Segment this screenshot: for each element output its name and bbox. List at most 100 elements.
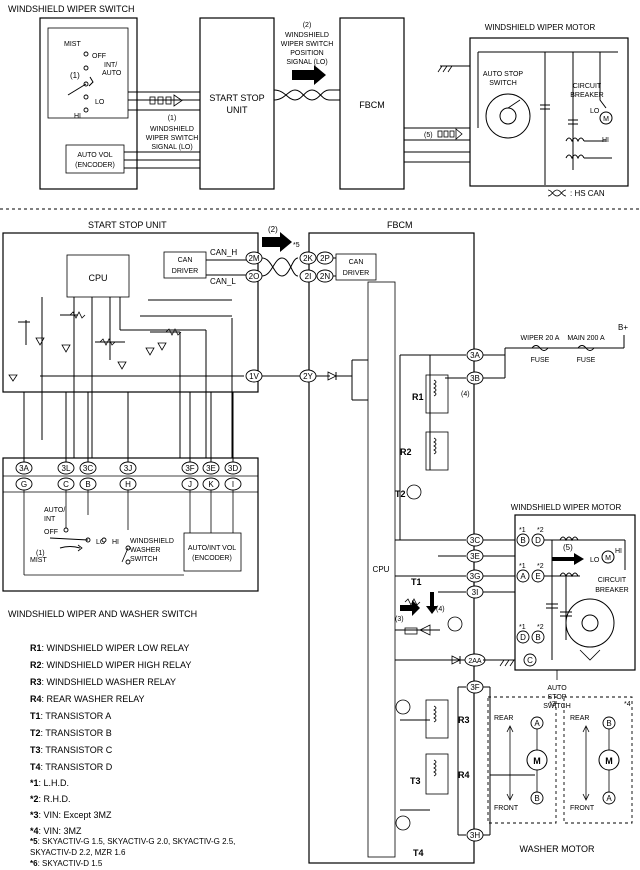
top-motor-m: M	[603, 116, 609, 123]
legend-n5-cont: SKYACTIV-D 2.2, MZR 1.6	[30, 848, 126, 857]
sw2-washer-1: WINDSHIELD	[130, 538, 174, 545]
legend-r2: R2: WINDSHIELD WIPER HIGH RELAY	[30, 660, 191, 670]
motor-hi: HI	[615, 548, 622, 555]
fbcm-pin-2N-label: 2N	[320, 272, 330, 281]
top-motor-icon	[599, 111, 613, 125]
top-motor-box	[469, 37, 629, 187]
sw-pin-H: H	[125, 480, 131, 489]
relay-R1: R1	[412, 374, 449, 414]
washer4-term-b: B	[606, 719, 611, 728]
ssu-pin-2O: 2O	[245, 269, 263, 283]
motor-note-1c: *1	[519, 624, 526, 631]
sw-mist-label: MIST	[64, 41, 81, 48]
legend-r4: R4: REAR WASHER RELAY	[30, 694, 145, 704]
washer3-term-b: B	[534, 794, 539, 803]
sw-auto-label: AUTO	[102, 70, 122, 77]
sw-pin-3J: 3J	[124, 464, 132, 473]
motor-term-c: C	[527, 656, 533, 665]
hs-can-legend: : HS CAN	[570, 189, 605, 198]
sw-pin-G: G	[21, 480, 27, 489]
fbcm-pin-3A: 3A	[466, 348, 484, 362]
top-pos-3: WIPER SWITCH	[281, 41, 334, 48]
fbcm-pin-3E-label: 3E	[470, 552, 480, 561]
transistor-T4-label: T4	[413, 848, 424, 858]
washer3-front: FRONT	[494, 805, 519, 812]
top-signal-2: WINDSHIELD	[150, 126, 194, 133]
t1-down-arrow-icon	[426, 592, 438, 614]
washer-motor-box-3	[487, 696, 557, 824]
sw-pin-I: I	[232, 480, 234, 489]
motor-note-1b: *1	[519, 563, 526, 570]
top-fbcm-box	[339, 17, 405, 190]
motor-auto-stop-2: STOP	[548, 694, 567, 701]
sw-pin-J: J	[188, 480, 192, 489]
motor-callout-5: (5)	[563, 543, 573, 552]
wiper-fuse-label-2: FUSE	[531, 357, 550, 364]
sw-pin-3E: 3E	[206, 464, 216, 473]
motor-note-2a: *2	[537, 527, 544, 534]
relay-R4: R4	[425, 753, 470, 795]
legend-r1: R1: WINDSHIELD WIPER LOW RELAY	[30, 643, 189, 653]
motor-note-1a: *1	[519, 527, 526, 534]
top-signal-1: (1)	[168, 115, 177, 122]
top-pos-4: POSITION	[290, 50, 323, 57]
transistor-T1-label: T1	[411, 577, 422, 587]
legend-n3: *3: VIN: Except 3MZ	[30, 810, 112, 820]
sw-pin-3C: 3C	[83, 464, 93, 473]
motor-auto-stop-3: SWITCH	[543, 703, 571, 710]
fbcm-cpu-label: CPU	[373, 565, 390, 574]
switch-title: WINDSHIELD WIPER AND WASHER SWITCH	[8, 609, 197, 619]
ssu-internal-wiring	[8, 297, 244, 460]
bottom-motor-title: WINDSHIELD WIPER MOTOR	[511, 503, 622, 512]
top-ssu-label-2: UNIT	[227, 105, 248, 115]
ssu-to-switch-wires	[23, 392, 234, 462]
can-callout-2: (2)	[268, 225, 278, 234]
top-signal-4: SIGNAL (LO)	[151, 144, 192, 151]
fbcm-pin-2Y: 2Y	[299, 369, 317, 383]
top-encoder-box	[65, 144, 125, 174]
fbcm-pin-2AA-label: 2AA	[468, 658, 482, 665]
relay-R3-label: R3	[458, 715, 470, 725]
motor-lo: LO	[590, 557, 600, 564]
washer-note-4: *4	[624, 701, 631, 708]
relay-R2: R2	[400, 431, 449, 471]
fbcm-pin-2Y-label: 2Y	[303, 372, 313, 381]
top-ssu-label-1: START STOP	[209, 93, 264, 103]
ssu-title: START STOP UNIT	[88, 220, 167, 230]
relay-R3: R3	[425, 699, 470, 739]
fbcm-pin-3G: 3G	[466, 569, 484, 583]
motor-term-b: B	[520, 536, 525, 545]
sw2-int: INT	[44, 516, 56, 523]
b-plus-label: B+	[618, 323, 628, 332]
fbcm-pin-2AA: 2AA	[464, 653, 486, 667]
legend-t2: T2: TRANSISTOR B	[30, 728, 112, 738]
fbcm-callout-3: (3)	[395, 616, 404, 623]
switch-internals: AUTO/ INT OFF (1) LO HI MIST WINDSHIELD …	[23, 490, 242, 576]
fbcm-callout-4b: (4)	[461, 391, 470, 398]
washer-motor-3: REAR FRONT A M B	[494, 715, 548, 812]
fbcm-pin-3B-label: 3B	[470, 374, 480, 383]
top-pos-5: SIGNAL (LO)	[286, 59, 327, 66]
top-wiper-switch-title: WINDSHIELD WIPER SWITCH	[8, 4, 135, 14]
sw2-washer-3: SWITCH	[130, 556, 158, 563]
washer4-m: M	[605, 756, 613, 766]
fbcm-pin-3A-label: 3A	[470, 351, 480, 360]
fbcm-pin-2P-label: 2P	[320, 254, 330, 263]
sw2-off: OFF	[44, 529, 58, 536]
can-arrow-2	[262, 232, 292, 252]
sw-pin-3F: 3F	[185, 464, 194, 473]
sw-pin-3D: 3D	[228, 464, 238, 473]
transistor-T3-label: T3	[410, 776, 421, 786]
fbcm-can-driver-2: DRIVER	[343, 270, 369, 277]
top-auto-stop-1: AUTO STOP	[483, 71, 524, 78]
top-motor-title: WINDSHIELD WIPER MOTOR	[485, 23, 596, 32]
fbcm-pin-3E: 3E	[466, 549, 484, 563]
bottom-motor-icon	[601, 550, 615, 564]
top-start-stop-unit	[199, 17, 275, 190]
motor-term-b2: B	[535, 633, 540, 642]
bottom-motor-m: M	[605, 555, 611, 562]
fbcm-pin-3F: 3F	[466, 680, 484, 694]
ssu-can-driver-2: DRIVER	[172, 268, 198, 275]
sw-lo-label: LO	[95, 99, 105, 106]
ssu-can-driver	[163, 251, 207, 279]
